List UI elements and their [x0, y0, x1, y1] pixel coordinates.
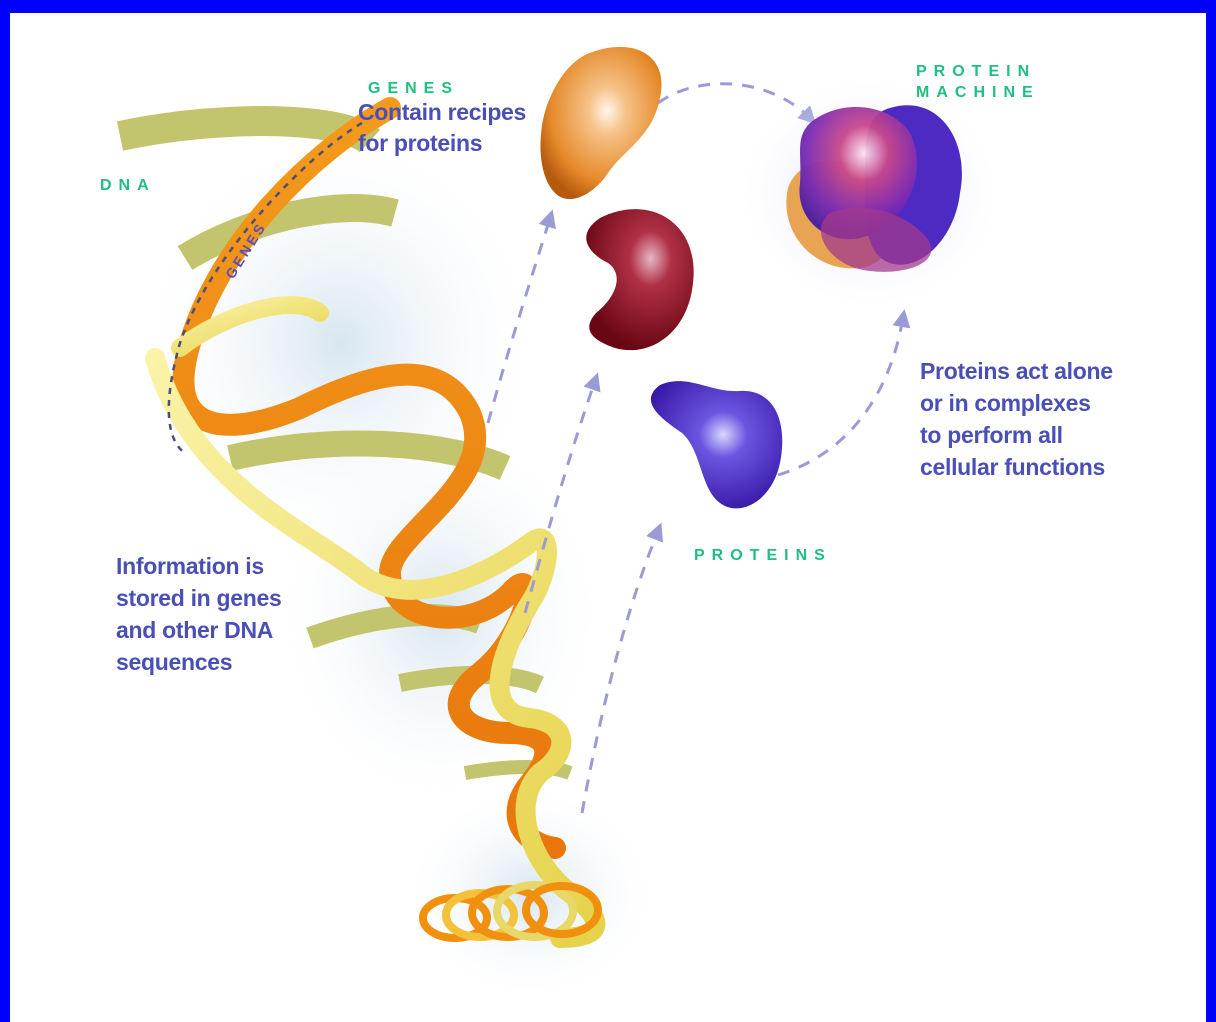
- genes-description: Contain recipes for proteins: [358, 97, 526, 159]
- diagram-canvas: DNA GENES Contain recipes for proteins G…: [10, 13, 1206, 1022]
- dna-label: DNA: [100, 176, 156, 196]
- protein-red: [586, 209, 693, 350]
- genes-title: GENES: [368, 79, 459, 99]
- proteins-label: PROTEINS: [694, 546, 832, 566]
- arrow-purple-to-machine: [778, 318, 903, 475]
- protein-purple: [651, 381, 782, 508]
- dna-to-protein-illustration: [10, 13, 1206, 1022]
- proteins-description: Proteins act alone or in complexes to pe…: [920, 355, 1113, 483]
- protein-machine: [735, 73, 1005, 313]
- information-description: Information is stored in genes and other…: [116, 550, 282, 678]
- protein-machine-label: PROTEIN MACHINE: [916, 61, 1040, 103]
- protein-orange: [540, 47, 661, 199]
